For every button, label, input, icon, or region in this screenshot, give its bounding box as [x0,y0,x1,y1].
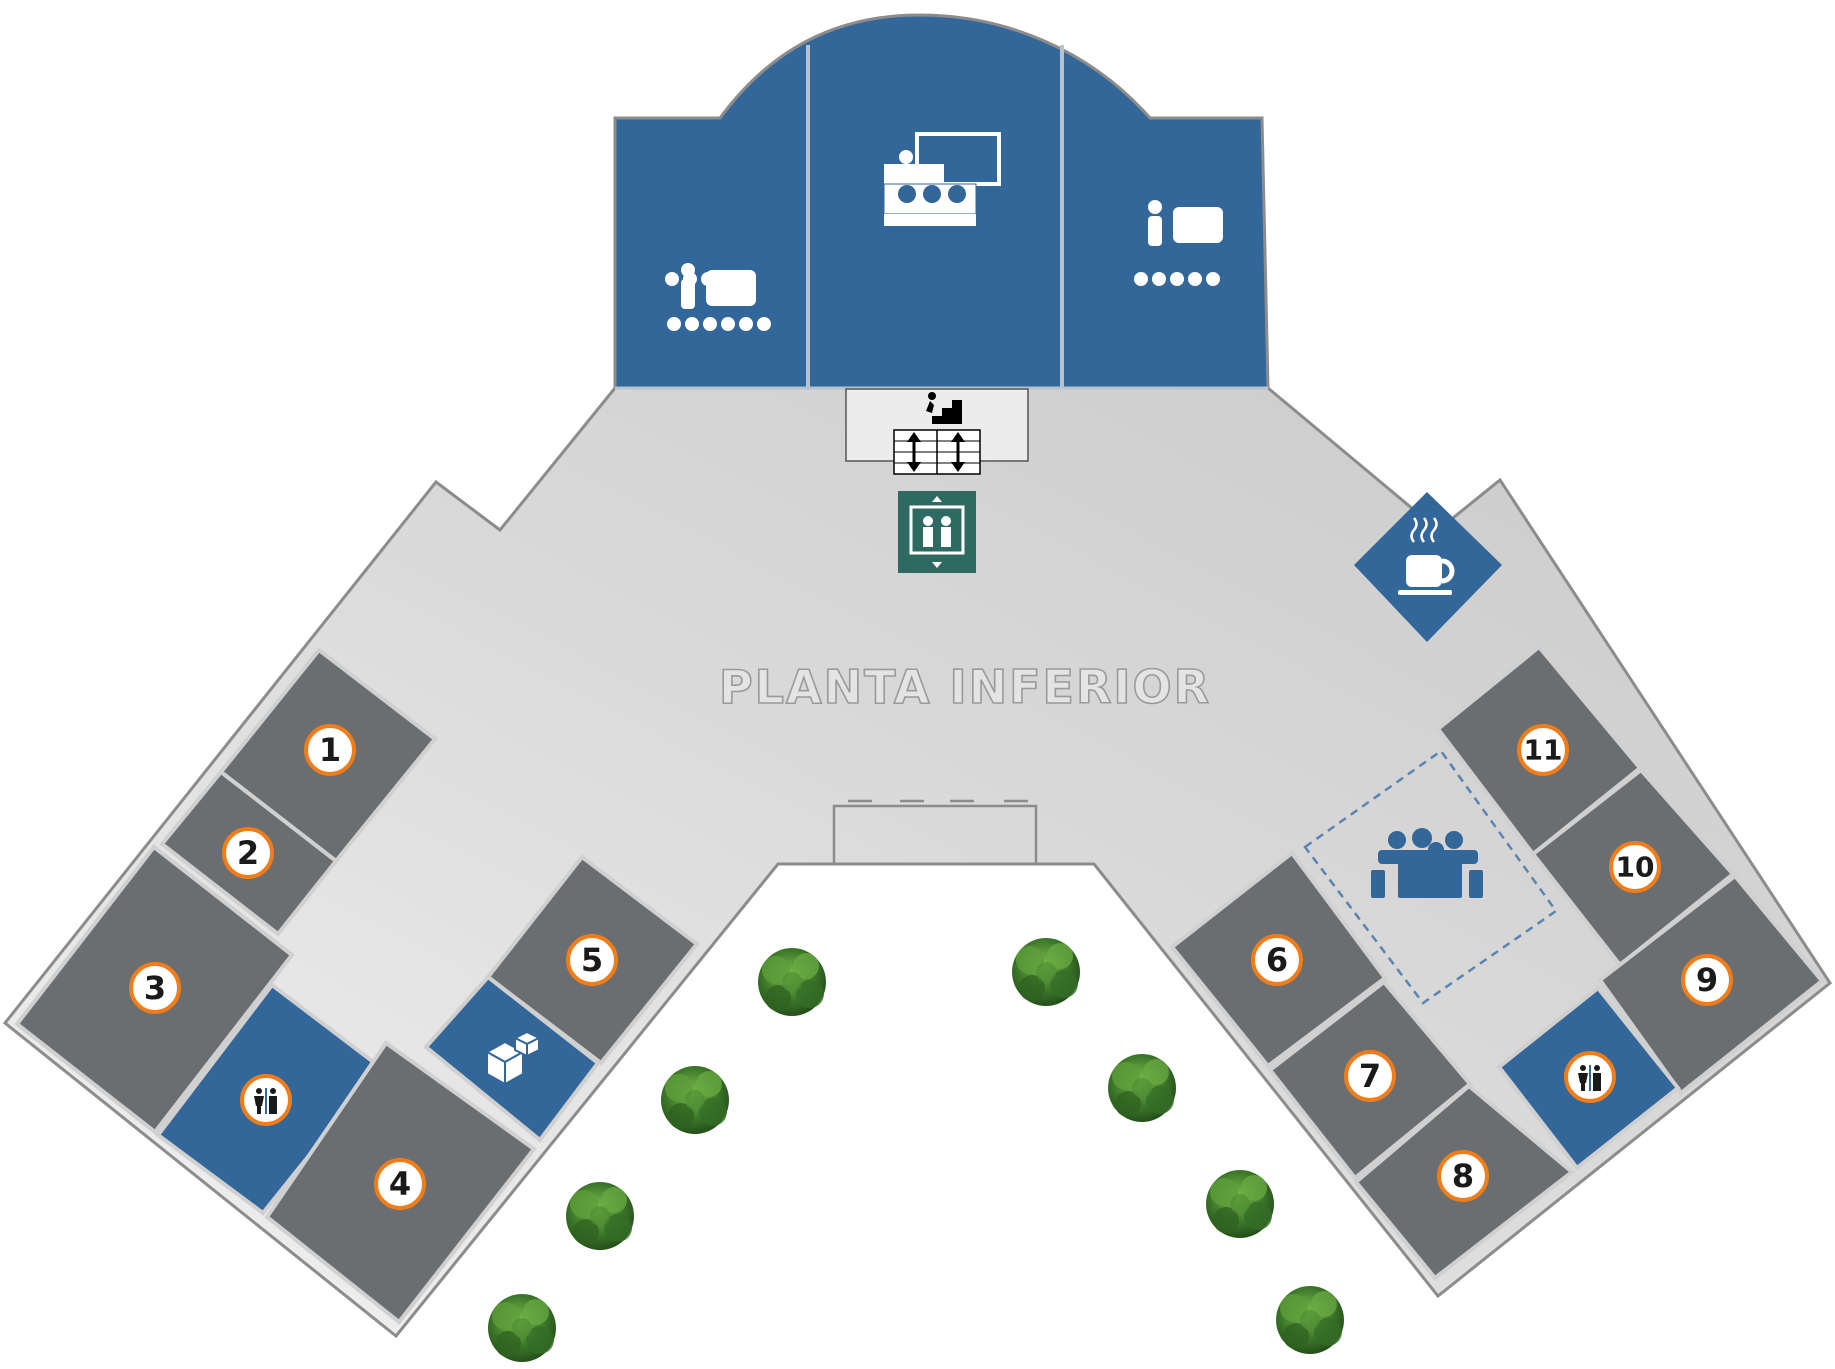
room-number: 11 [1524,734,1563,767]
presentation-room-icon [667,263,771,331]
meeting-area [1303,749,1558,1005]
room-number: 6 [1266,941,1288,979]
room-badge-5[interactable]: 5 [566,934,618,986]
presentation-seats [665,272,751,286]
elevator-icon [898,491,976,573]
tree-icon [1108,1054,1176,1122]
room-number: 9 [1696,961,1718,999]
coffee-cup-icon [1398,517,1455,595]
room-number: 4 [389,1165,411,1203]
entrance [832,799,1038,864]
storage-boxes-icon [484,1030,542,1086]
room-badge-8[interactable]: 8 [1437,1150,1489,1202]
tree-icon [488,1294,556,1362]
cafe-area [1354,492,1502,642]
meeting-room-icon [1371,828,1483,898]
room-badge-9[interactable]: 9 [1681,954,1733,1006]
room-number: 8 [1452,1157,1474,1195]
tree-icon [1012,938,1080,1006]
tree-icon [566,1182,634,1250]
room-badge-11[interactable]: 11 [1517,724,1569,776]
restroom-icon [1564,1051,1616,1103]
room-number: 1 [319,731,341,769]
auditorium-stage-icon [883,132,1001,226]
escalator-icon [893,429,981,475]
tree-icon [661,1066,729,1134]
restroom-icon [240,1074,292,1126]
room-badge-2[interactable]: 2 [222,827,274,879]
floor-title: PLANTA INFERIOR [719,660,1211,714]
room-number: 2 [237,834,259,872]
room-number: 3 [144,969,166,1007]
tree-icon [1276,1286,1344,1354]
tree-icon [1206,1170,1274,1238]
stairs-icon [922,392,962,424]
room-badge-10[interactable]: 10 [1609,841,1661,893]
room-badge-7[interactable]: 7 [1344,1050,1396,1102]
room-number: 10 [1616,851,1655,884]
room-badge-3[interactable]: 3 [129,962,181,1014]
room-badge-6[interactable]: 6 [1251,934,1303,986]
room-number: 5 [581,941,603,979]
room-number: 7 [1359,1057,1381,1095]
room-badge-1[interactable]: 1 [304,724,356,776]
tree-icon [758,948,826,1016]
room-badge-4[interactable]: 4 [374,1158,426,1210]
presentation-room-icon [1134,200,1223,286]
